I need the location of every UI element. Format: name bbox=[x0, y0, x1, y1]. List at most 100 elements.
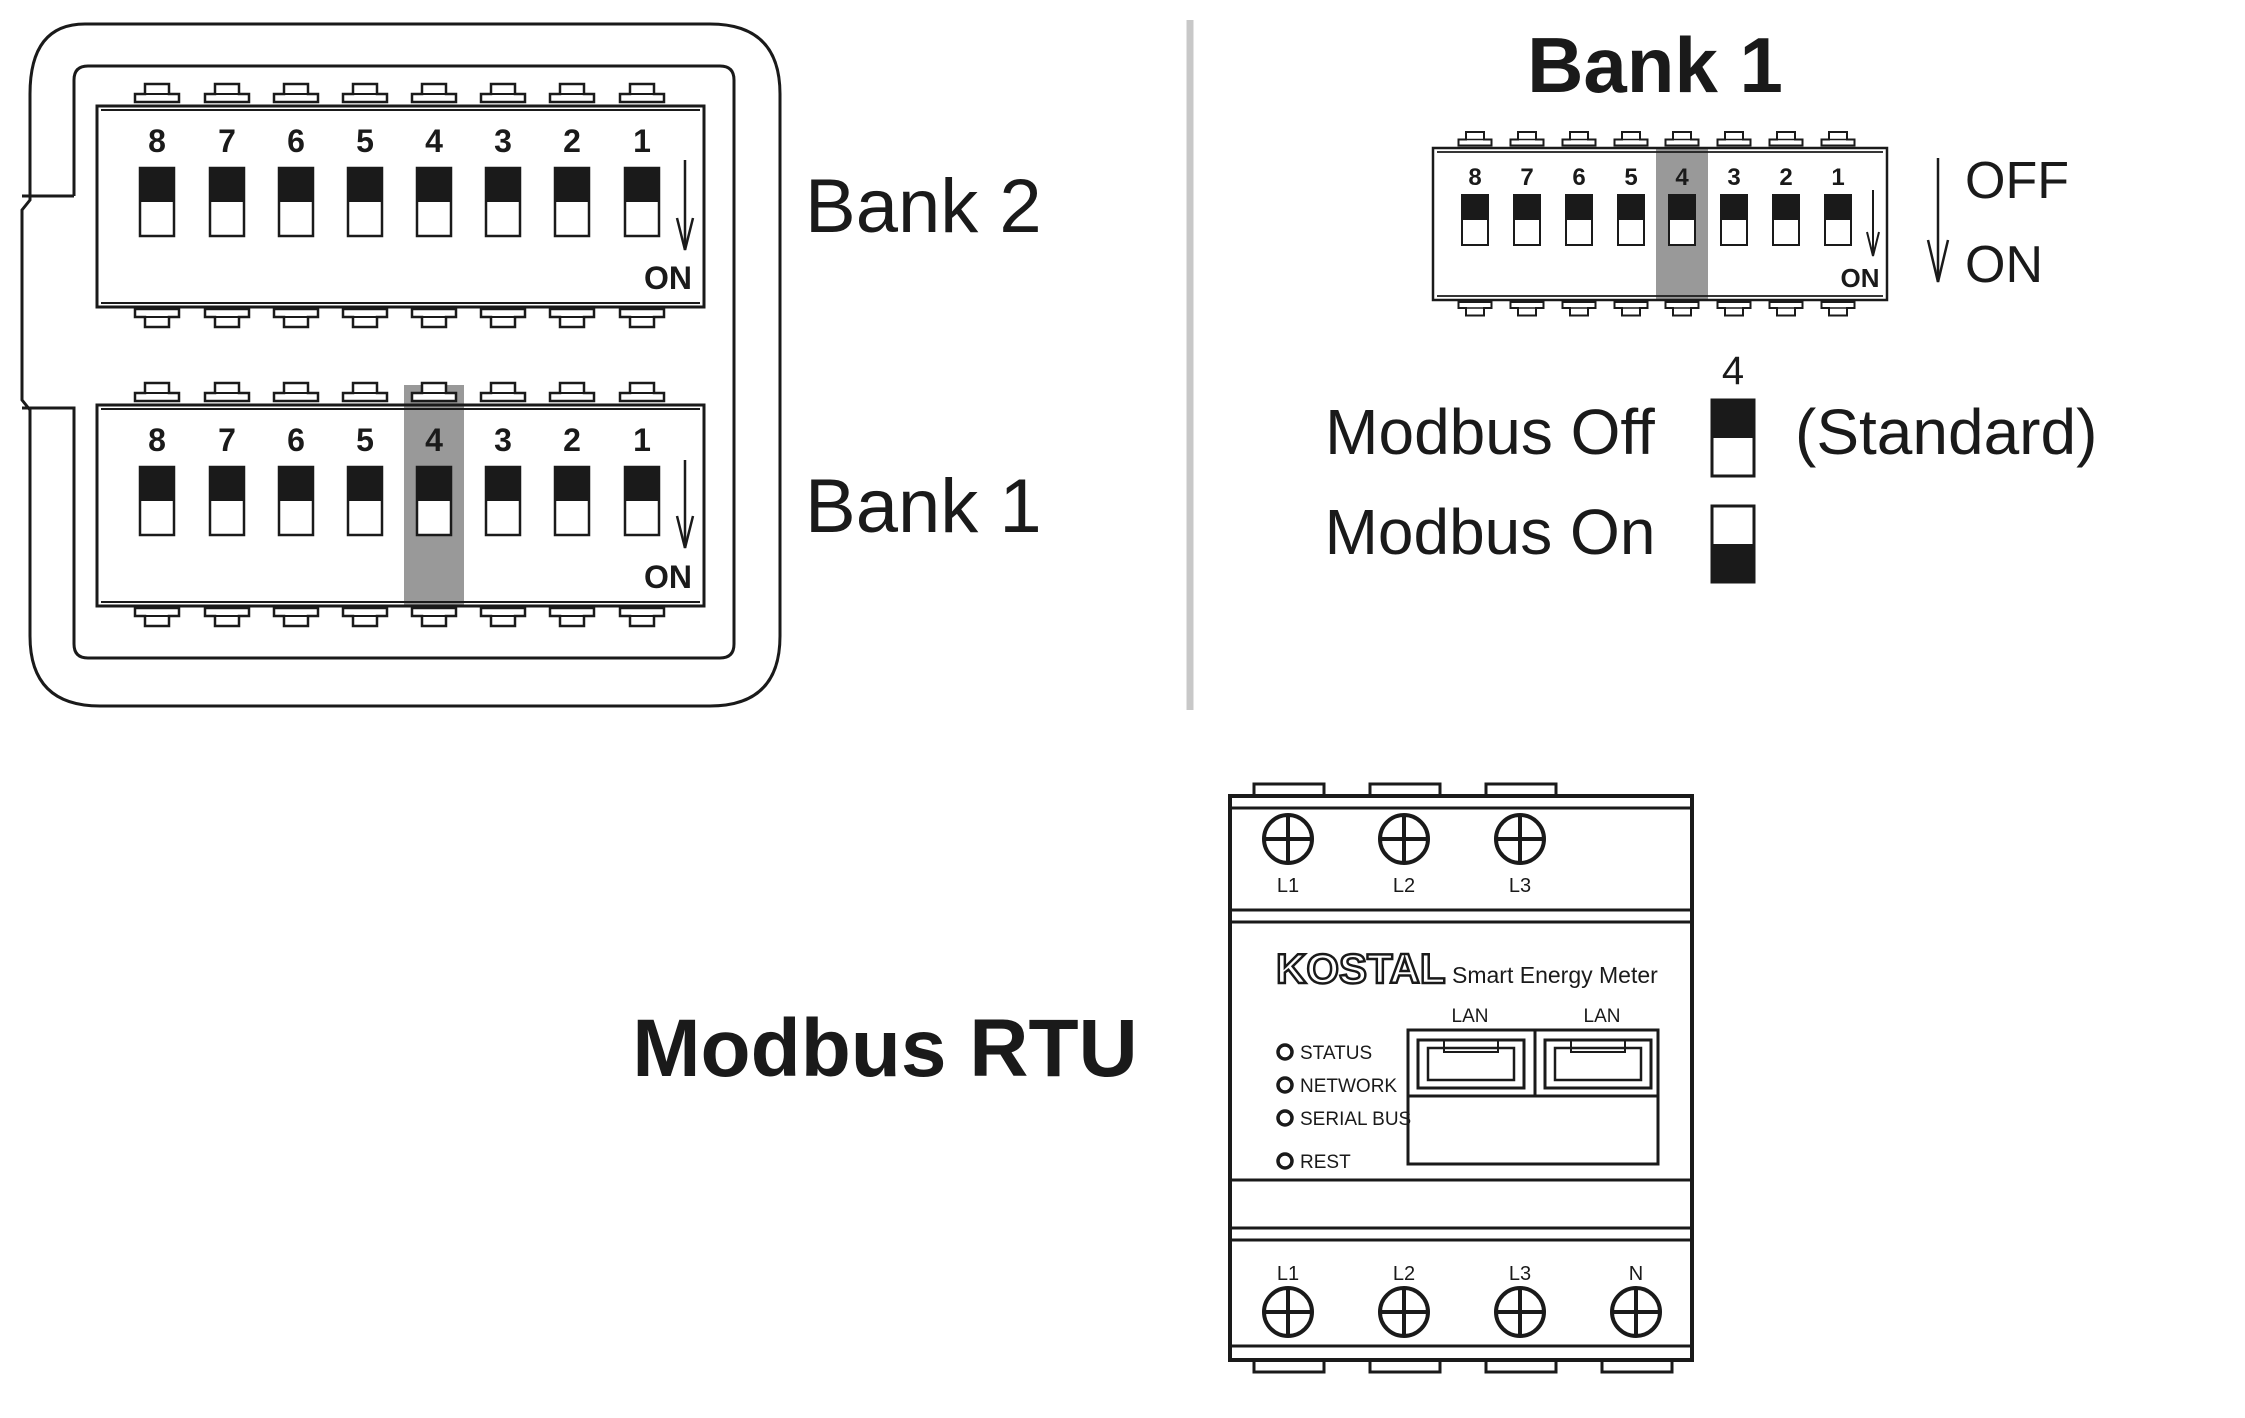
bottom-terminal-l3: L3 bbox=[1494, 1263, 1546, 1338]
top-terminal-l1: L1 bbox=[1262, 813, 1314, 897]
lan-port-2-icon bbox=[1543, 1038, 1653, 1090]
dip-switch-knob bbox=[348, 168, 382, 202]
bank-1-top-pins bbox=[133, 381, 666, 403]
modbus-off-label: Modbus Off bbox=[1325, 396, 1655, 468]
lan-port-block bbox=[1406, 1028, 1660, 1166]
dip-switch-knob bbox=[210, 168, 244, 202]
bank-1-label: Bank 1 bbox=[805, 464, 1042, 549]
switch-number: 5 bbox=[1624, 164, 1637, 191]
bottom-terminal-label: N bbox=[1629, 1263, 1643, 1285]
switch-number: 8 bbox=[148, 422, 166, 458]
switch-number: 6 bbox=[287, 422, 305, 458]
standard-label: (Standard) bbox=[1795, 396, 2097, 468]
svg-text:SERIAL BUS: SERIAL BUS bbox=[1300, 1109, 1411, 1130]
right-bottom-pins bbox=[1457, 301, 1856, 317]
dip-switch-knob bbox=[417, 467, 451, 501]
switch-number: 4 bbox=[425, 123, 443, 159]
top-terminal-label: L2 bbox=[1393, 875, 1415, 897]
switch-number: 7 bbox=[218, 123, 236, 159]
switch-number: 8 bbox=[1468, 164, 1481, 191]
top-terminal-label: L1 bbox=[1277, 875, 1299, 897]
dip-switch-knob bbox=[486, 168, 520, 202]
bank-2-label: Bank 2 bbox=[805, 164, 1042, 249]
dip-switch-knob bbox=[1825, 195, 1851, 220]
bank-2-bottom-pins bbox=[133, 307, 666, 329]
dip-switch-knob bbox=[625, 467, 659, 501]
dip-switch-knob bbox=[555, 168, 589, 202]
dip-switch-knob bbox=[1462, 195, 1488, 220]
dip-switch-knob bbox=[1721, 195, 1747, 220]
dip-switch-housing bbox=[20, 22, 782, 708]
switch-number: 2 bbox=[563, 422, 581, 458]
switch-number: 4 bbox=[425, 422, 443, 458]
top-terminal-l3: L3 bbox=[1494, 813, 1546, 897]
status-led: STATUS bbox=[1276, 1043, 1372, 1064]
dip-switch-knob bbox=[486, 467, 520, 501]
legend-off-label: OFF bbox=[1965, 152, 2069, 210]
off-on-legend-arrow-icon bbox=[1926, 158, 1950, 283]
svg-text:REST: REST bbox=[1300, 1152, 1351, 1173]
dip-switch-knob bbox=[417, 168, 451, 202]
meter-bottom-tabs bbox=[1252, 1358, 1674, 1374]
lan-label-1: LAN bbox=[1452, 1006, 1489, 1027]
modbus-rtu-title: Modbus RTU bbox=[632, 1003, 1138, 1094]
dip-switch-knob bbox=[1773, 195, 1799, 220]
switch-number: 1 bbox=[1831, 164, 1844, 191]
svg-text:NETWORK: NETWORK bbox=[1300, 1076, 1397, 1097]
network-led: NETWORK bbox=[1276, 1076, 1397, 1097]
bottom-terminal-l2: L2 bbox=[1378, 1263, 1430, 1338]
switch-number: 1 bbox=[633, 422, 651, 458]
switch-number: 2 bbox=[1779, 164, 1792, 191]
right-bank-title: Bank 1 bbox=[1527, 21, 1783, 109]
switch-number: 5 bbox=[356, 123, 374, 159]
lan-label-2: LAN bbox=[1584, 1006, 1621, 1027]
right-on-label: ON bbox=[1841, 263, 1880, 293]
bottom-terminal-n: N bbox=[1610, 1263, 1662, 1338]
bank-1-on-label: ON bbox=[644, 559, 692, 595]
bank-1-bottom-pins bbox=[133, 606, 666, 628]
bank-2-down-arrow-icon bbox=[675, 160, 695, 251]
switch-number: 5 bbox=[356, 422, 374, 458]
switch-number: 1 bbox=[633, 123, 651, 159]
dip-switch-knob bbox=[1514, 195, 1540, 220]
bottom-terminal-l1: L1 bbox=[1262, 1263, 1314, 1338]
switch-number: 3 bbox=[1727, 164, 1740, 191]
smart-energy-meter: L1 L2 L3 KOSTAL Smart Energy Meter LAN L… bbox=[1228, 782, 1694, 1374]
bottom-terminal-label: L3 bbox=[1509, 1263, 1531, 1285]
modbus-on-label: Modbus On bbox=[1325, 496, 1656, 568]
dip-switch-knob bbox=[1566, 195, 1592, 220]
dip-switch-knob bbox=[210, 467, 244, 501]
dip-switch-knob bbox=[1618, 195, 1644, 220]
right-top-pins bbox=[1457, 131, 1856, 147]
lan-port-1-icon bbox=[1416, 1038, 1526, 1090]
dip-switch-knob bbox=[140, 467, 174, 501]
svg-text:STATUS: STATUS bbox=[1300, 1043, 1372, 1064]
serial-bus-led: SERIAL BUS bbox=[1276, 1109, 1411, 1130]
bank-1-down-arrow-icon bbox=[675, 460, 695, 549]
dip-switch-knob bbox=[140, 168, 174, 202]
switch-number: 4 bbox=[1675, 164, 1689, 191]
kostal-logo: KOSTAL bbox=[1276, 945, 1446, 992]
switch-number: 6 bbox=[1572, 164, 1585, 191]
bottom-terminal-label: L1 bbox=[1277, 1263, 1299, 1285]
legend-on-label: ON bbox=[1965, 236, 2043, 294]
switch-number: 2 bbox=[563, 123, 581, 159]
switch-number: 3 bbox=[494, 123, 512, 159]
switch-index-label: 4 bbox=[1722, 349, 1744, 393]
dip-switch-knob bbox=[279, 168, 313, 202]
bank-2-top-pins bbox=[133, 82, 666, 104]
top-terminal-l2: L2 bbox=[1378, 813, 1430, 897]
dip-switch-knob bbox=[348, 467, 382, 501]
meter-product-name: Smart Energy Meter bbox=[1452, 962, 1658, 988]
reset-led: REST bbox=[1276, 1152, 1351, 1173]
top-terminal-label: L3 bbox=[1509, 875, 1531, 897]
bottom-terminal-label: L2 bbox=[1393, 1263, 1415, 1285]
modbus-on-switch-icon bbox=[1710, 504, 1756, 584]
dip-switch-knob bbox=[279, 467, 313, 501]
